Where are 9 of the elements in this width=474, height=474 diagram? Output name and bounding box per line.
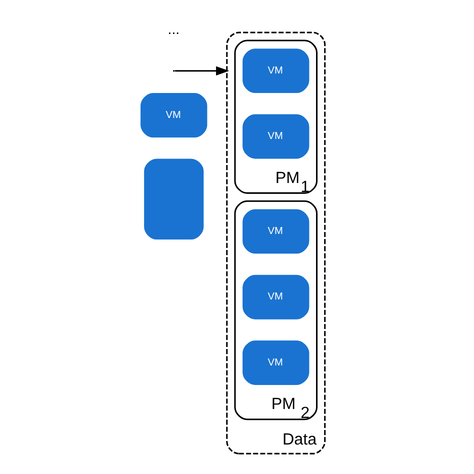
node-box: VM	[242, 340, 310, 385]
node-box	[144, 158, 204, 240]
node-box: VM	[242, 114, 310, 159]
node-box: VM	[140, 93, 208, 138]
node-box: VM	[242, 274, 310, 320]
arrow	[174, 66, 230, 76]
node-box: VM	[242, 48, 310, 94]
node-box: VM	[242, 209, 310, 254]
label: ...	[168, 21, 180, 38]
